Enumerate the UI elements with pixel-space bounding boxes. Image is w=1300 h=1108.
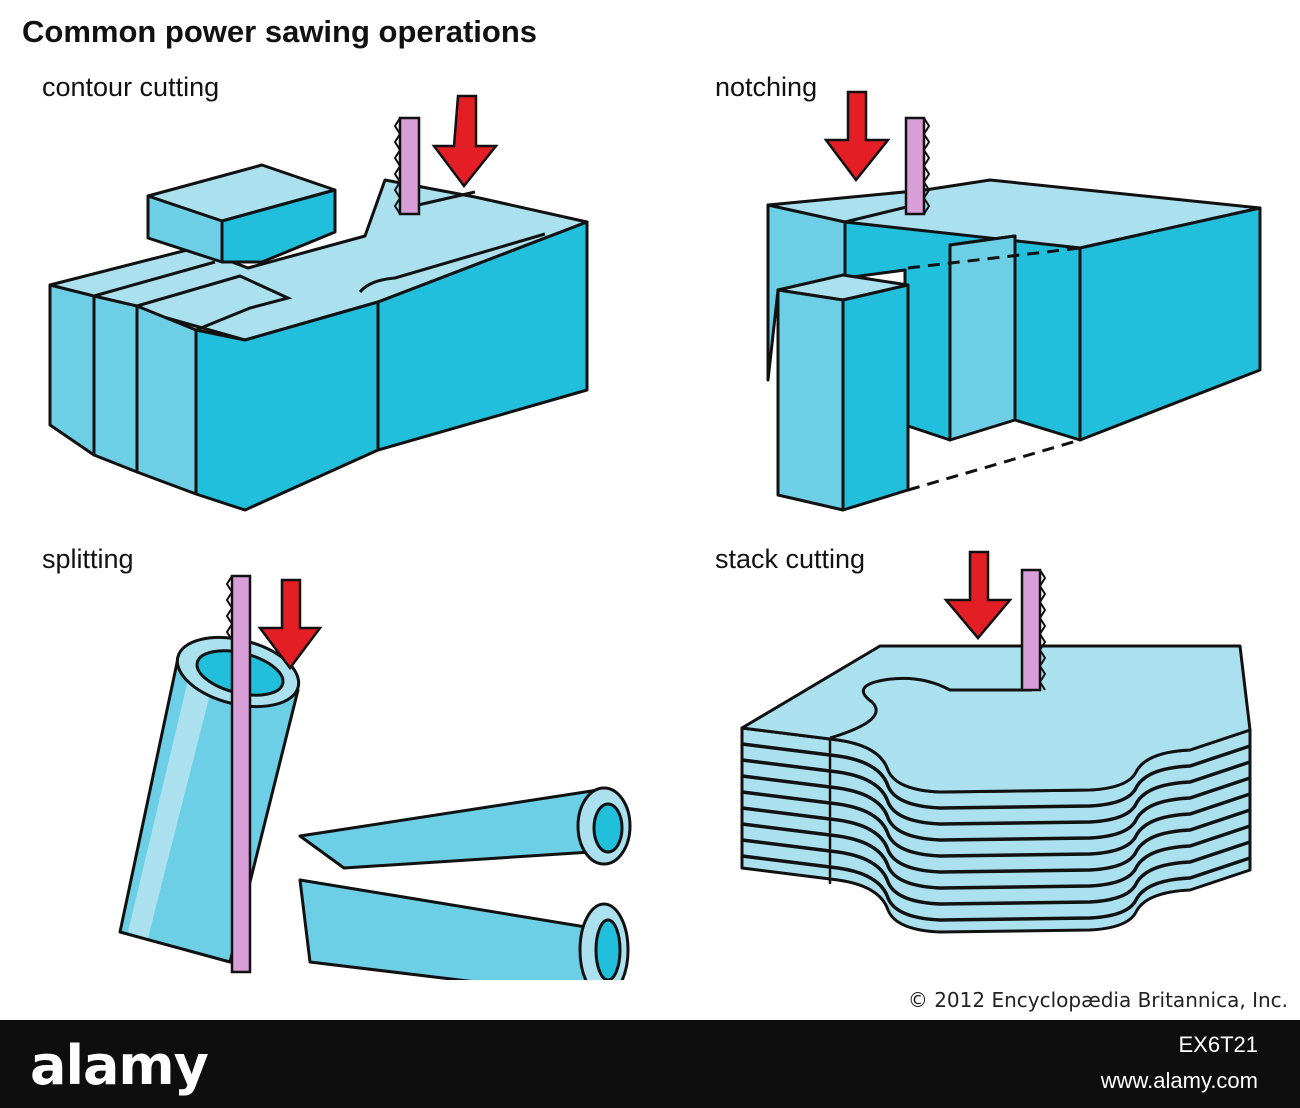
notching-pillar-side — [841, 283, 910, 512]
diagram-title: Common power sawing operations — [22, 14, 537, 49]
notching-arrow — [823, 90, 891, 183]
contour-cut-line-3 — [358, 232, 546, 294]
notching-side-face — [1078, 206, 1262, 442]
notching-inner-wall — [948, 234, 1017, 442]
label-stack-cutting: stack cutting — [715, 544, 866, 574]
label-contour-cutting: contour cutting — [42, 72, 220, 102]
watermark-logo: alamy — [30, 1034, 209, 1097]
stack-cutting-illustration — [740, 550, 1252, 934]
splitting-tube-highlight — [128, 680, 212, 938]
stack-cut-path — [829, 676, 1032, 740]
contour-cut-line-4 — [417, 190, 476, 207]
notching-dash-top — [907, 246, 1081, 270]
contour-slab-1 — [48, 283, 96, 457]
stack-layer-lines — [741, 742, 1251, 922]
contour-raised-side — [220, 188, 337, 264]
label-notching: notching — [715, 72, 818, 102]
splitting-saw-blade — [230, 574, 252, 974]
notching-illustration — [766, 90, 1262, 512]
watermark-image-id: EX6T21 — [1178, 1032, 1259, 1057]
stack-arrow — [943, 550, 1013, 640]
copyright-credit: © 2012 Encyclopædia Britannica, Inc. — [907, 988, 1288, 1012]
stack-top-surface — [740, 644, 1252, 794]
contour-cut-line-1 — [93, 260, 216, 298]
watermark-url: www.alamy.com — [1100, 1068, 1258, 1093]
contour-saw-blade — [398, 116, 421, 216]
contour-arrow — [431, 94, 499, 189]
contour-cutting-illustration — [48, 94, 589, 512]
splitting-arrow — [257, 578, 323, 671]
label-splitting: splitting — [42, 544, 134, 574]
splitting-illustration — [118, 574, 632, 980]
watermark-footer: alamy EX6T21 www.alamy.com — [0, 1020, 1300, 1108]
notching-pillar-front — [776, 288, 845, 512]
contour-cut-line-2 — [136, 274, 293, 332]
notching-saw-blade — [904, 116, 926, 216]
splitting-upper-half — [298, 788, 624, 870]
contour-slab-3 — [135, 304, 198, 496]
splitting-upper-end-inner — [592, 802, 624, 854]
splitting-lower-end-inner — [594, 918, 622, 980]
contour-slab-2 — [92, 294, 139, 474]
splitting-lower-half — [298, 878, 606, 980]
contour-block-side — [376, 220, 589, 452]
stack-saw-blade — [1020, 568, 1042, 692]
notching-cut-line — [844, 203, 916, 224]
notching-dash-bottom — [907, 438, 1081, 492]
